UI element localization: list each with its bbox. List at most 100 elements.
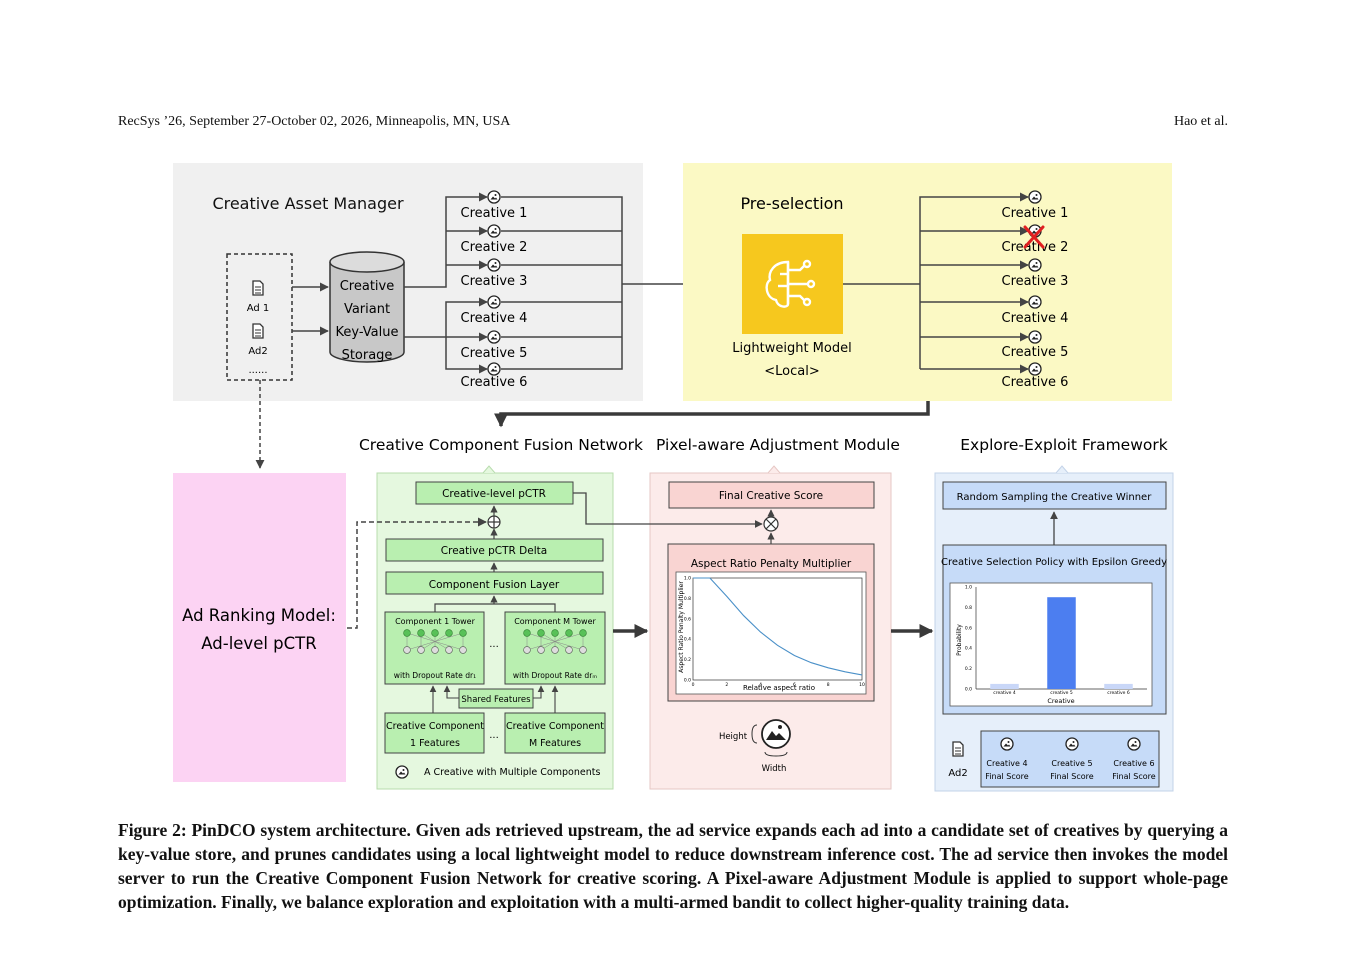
storage-line-2: Variant <box>344 302 390 317</box>
storage-line-3: Key-Value <box>336 325 399 340</box>
am-creative-6: Creative 6 <box>461 375 528 390</box>
fusion-network-panel: Creative-level pCTR Creative pCTR Delta … <box>347 465 614 790</box>
running-header-venue: RecSys ’26, September 27-October 02, 202… <box>118 114 511 129</box>
kv-storage-cylinder: Creative Variant Key-Value Storage <box>329 251 405 363</box>
penalty-xtick-0: 0 <box>692 682 695 688</box>
tower1-network-diagram <box>403 629 467 654</box>
score5-line-2: Final Score <box>1050 772 1093 781</box>
pixel-module-title: Pixel-aware Adjustment Module <box>656 436 900 454</box>
prob-xlabel: Creative <box>1047 697 1074 705</box>
ad1-doc-icon <box>252 280 264 296</box>
score5-line-1: Creative 5 <box>1051 759 1092 768</box>
am-creative-1: Creative 1 <box>461 206 528 221</box>
score6-image-icon <box>1127 737 1141 751</box>
feat1-line-2: 1 Features <box>410 738 460 749</box>
ps-creative-2: Creative 2 <box>1002 240 1069 255</box>
brain-icon <box>765 259 816 308</box>
creative1-image-icon <box>487 190 501 204</box>
penalty-ytick-0: 0.0 <box>684 678 691 684</box>
score5-image-icon <box>1065 737 1079 751</box>
towerm-network-diagram <box>523 629 587 654</box>
ad2-doc-icon-explore <box>952 741 964 757</box>
prob-ytick-1: 0.2 <box>965 666 972 672</box>
am-creative-5: Creative 5 <box>461 346 528 361</box>
creative-asset-manager-panel: Creative Asset Manager Ad 1 Ad2 ...... C… <box>173 163 643 401</box>
creative-level-pctr-box: Creative-level pCTR <box>442 488 546 500</box>
score6-line-1: Creative 6 <box>1113 759 1154 768</box>
penalty-ylabel: Aspect Ratio Penalty Multiplier <box>678 581 685 673</box>
width-label: Width <box>762 764 787 774</box>
asset-manager-title: Creative Asset Manager <box>212 194 404 213</box>
score6-line-2: Final Score <box>1112 772 1155 781</box>
ad-group-box <box>226 253 293 381</box>
running-header-authors: Hao et al. <box>1173 114 1228 129</box>
ps-creative-3: Creative 3 <box>1002 274 1069 289</box>
score4-line-2: Final Score <box>985 772 1028 781</box>
storage-line-1: Creative <box>340 279 395 294</box>
prob-xtick-0: creative 4 <box>993 690 1016 696</box>
ranking-line-1: Ad Ranking Model: <box>182 606 336 625</box>
ad2-label: Ad2 <box>248 346 267 357</box>
ps-creative-4: Creative 4 <box>1002 311 1069 326</box>
creative3-image-icon <box>487 258 501 272</box>
prob-xtick-2: creative 6 <box>1107 690 1130 696</box>
epsilon-greedy-title: Creative Selection Policy with Epsilon G… <box>941 557 1167 568</box>
pruned-cross-icon <box>1023 225 1045 249</box>
penalty-xtick-2: 4 <box>759 682 762 688</box>
final-creative-score-box: Final Creative Score <box>719 490 823 502</box>
ad-more-label: ...... <box>248 365 267 376</box>
penalty-multiplier-title: Aspect Ratio Penalty Multiplier <box>691 558 852 570</box>
lightweight-model-local: <Local> <box>764 364 819 379</box>
prob-bar-2 <box>1104 683 1133 689</box>
random-sampling-box: Random Sampling the Creative Winner <box>957 492 1153 503</box>
ad-ranking-panel: Ad Ranking Model: Ad-level pCTR <box>173 473 346 782</box>
towerm-label: Component M Tower <box>514 617 596 626</box>
component-fusion-layer-box: Component Fusion Layer <box>429 579 560 591</box>
fusion-network-title: Creative Component Fusion Network <box>359 436 643 454</box>
penalty-series-line <box>693 577 863 676</box>
prob-ytick-3: 0.6 <box>965 625 972 631</box>
ranking-line-2: Ad-level pCTR <box>201 634 316 653</box>
explore-exploit-panel: Random Sampling the Creative Winner Crea… <box>934 465 1174 792</box>
towerm-dropout: with Dropout Rate drₘ <box>513 671 597 680</box>
ps-creative-1: Creative 1 <box>1002 206 1069 221</box>
architecture-figure: Creative Asset Manager Ad 1 Ad2 ...... C… <box>173 163 1174 792</box>
ad1-label: Ad 1 <box>247 303 270 314</box>
prob-ytick-2: 0.4 <box>965 646 972 652</box>
creative-pctr-delta-box: Creative pCTR Delta <box>441 545 547 557</box>
fusion-legend: A Creative with Multiple Components <box>424 767 600 778</box>
penalty-ytick-2: 0.4 <box>684 637 691 643</box>
prob-ytick-0: 0.0 <box>965 687 972 693</box>
penalty-ytick-1: 0.2 <box>684 657 691 663</box>
preselection-title: Pre-selection <box>740 194 843 213</box>
ad2-doc-icon <box>252 323 264 339</box>
preselection-panel: Pre-selection Lightweight Model <Local> <box>683 163 1172 401</box>
legend-image-icon <box>395 765 409 779</box>
tower-ellipsis: ... <box>489 639 499 650</box>
creative2-image-icon <box>487 224 501 238</box>
prob-ytick-4: 0.8 <box>965 605 972 611</box>
ps-creative-6: Creative 6 <box>1002 375 1069 390</box>
tower1-label: Component 1 Tower <box>395 617 476 626</box>
height-label: Height <box>719 732 748 742</box>
penalty-xtick-5: 10 <box>859 682 865 688</box>
penalty-xtick-1: 2 <box>725 682 728 688</box>
feat-ellipsis: ... <box>489 730 499 741</box>
prob-bar-0 <box>990 683 1019 689</box>
penalty-plot-frame <box>692 577 863 681</box>
tower1-dropout: with Dropout Rate dr₁ <box>394 671 476 680</box>
aspect-image-icon <box>751 719 791 757</box>
explore-ad-label: Ad2 <box>948 768 967 779</box>
prob-xtick-1: creative 5 <box>1050 690 1073 696</box>
am-creative-2: Creative 2 <box>461 240 528 255</box>
penalty-xlabel: Relative aspect ratio <box>743 684 815 692</box>
am-creative-3: Creative 3 <box>461 274 528 289</box>
ps-creative-5: Creative 5 <box>1002 345 1069 360</box>
featm-line-2: M Features <box>529 738 581 749</box>
add-op-icon <box>487 515 501 529</box>
am-creative-4: Creative 4 <box>461 311 528 326</box>
multiply-op-icon <box>763 516 779 532</box>
pixel-module-panel: Final Creative Score Aspect Ratio Penalt… <box>573 465 892 790</box>
prob-bar-1 <box>1047 597 1076 689</box>
